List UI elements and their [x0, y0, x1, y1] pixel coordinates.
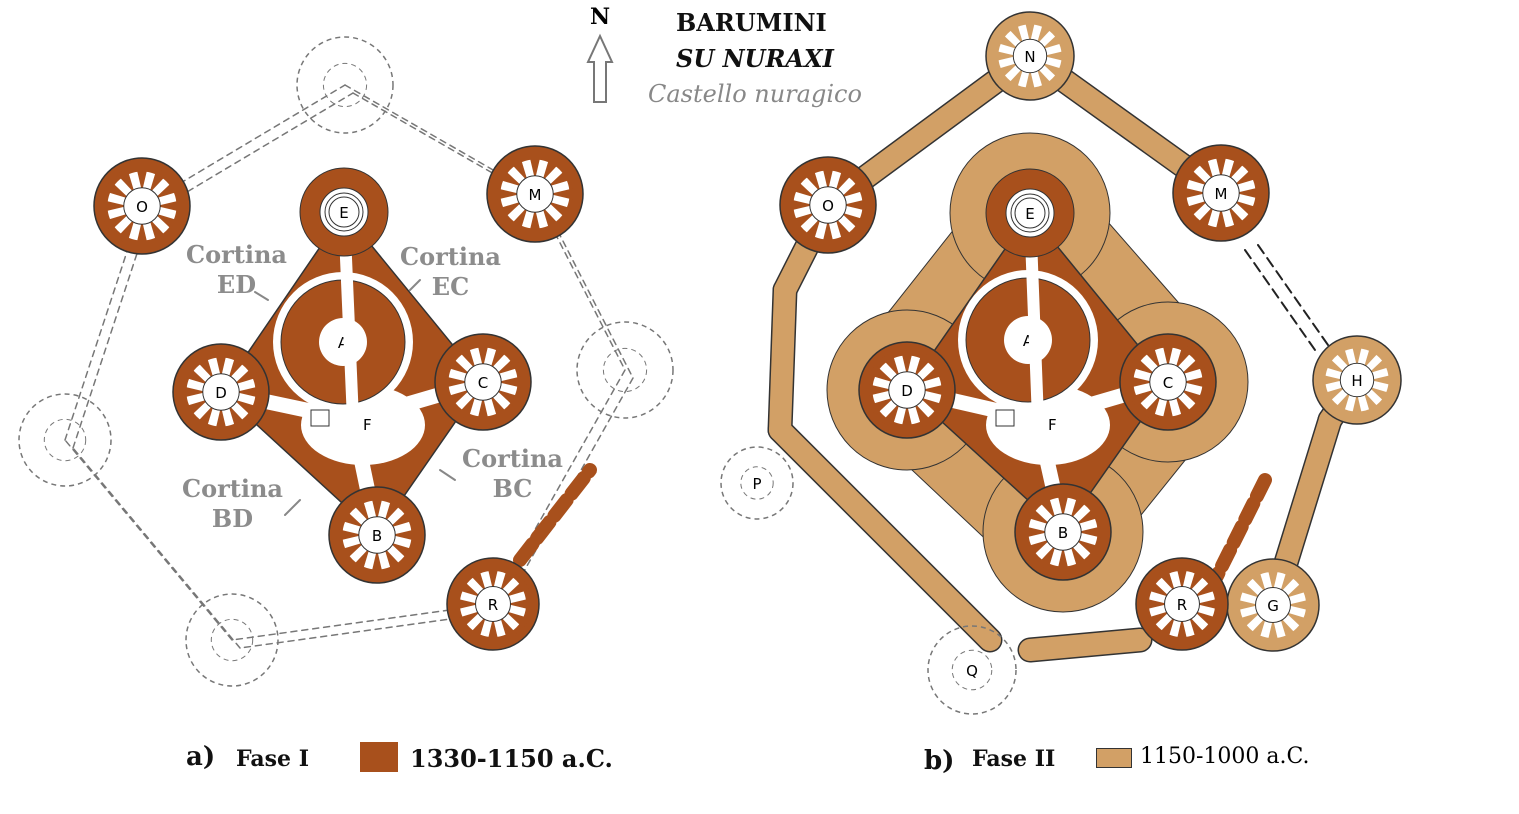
panel-b-well-icon — [995, 409, 1015, 427]
panel-b-tower-R-label: R — [1177, 596, 1187, 614]
panel-a-well-icon — [310, 409, 330, 427]
panel-b-ruin-Q — [927, 625, 1017, 715]
panel-b-tower-A-label: A — [1023, 332, 1034, 350]
cortina-pointer — [254, 291, 269, 301]
cortina-pointer — [439, 469, 456, 481]
panel-a-tower-R-label: R — [488, 596, 498, 614]
panel-a-tower-D-label: D — [215, 384, 227, 402]
subtitle: SU NURAXI — [676, 44, 834, 73]
panel-b-tower-G-label: G — [1267, 597, 1279, 615]
panel-a-tower-O-label: O — [136, 198, 148, 216]
panel-a-ruin-west — [18, 393, 112, 487]
phase2-swatch — [1096, 748, 1132, 768]
panel-b-tower-O-label: O — [822, 197, 834, 215]
panel-b-ruin-P-label: P — [752, 475, 761, 493]
north-label: N — [590, 4, 611, 30]
panel-b-letter: b) — [924, 746, 955, 776]
panel-a-letter: a) — [186, 742, 216, 772]
caption: Castello nuragico — [648, 80, 862, 108]
panel-a-tower-A-label: A — [338, 334, 349, 352]
panel-b-dates: 1150-1000 a.C. — [1140, 744, 1310, 769]
panel-b-tower-H-label: H — [1351, 372, 1362, 390]
panel-a-F-label: F — [363, 416, 372, 434]
panel-b-outer-wall — [769, 279, 796, 441]
panel-b-tower-C-label: C — [1163, 374, 1173, 392]
panel-b-tower-E-label: E — [1025, 205, 1034, 223]
cortina-pointer — [409, 279, 421, 291]
panel-b-outer-wall — [1019, 629, 1151, 661]
panel-b-phase: Fase II — [972, 746, 1056, 772]
north-arrow-icon — [586, 33, 614, 103]
panel-a-dashed-wall — [64, 439, 233, 641]
panel-a-ruin-east — [576, 321, 674, 419]
panel-b-F-label: F — [1048, 416, 1057, 434]
panel-b-tower-M-label: M — [1215, 185, 1228, 203]
panel-b-tower-D-label: D — [901, 382, 913, 400]
panel-a-ruin-south — [185, 593, 279, 687]
cortina-pointer — [284, 499, 301, 516]
panel-b-ruin-Q-label: Q — [966, 662, 978, 680]
title: BARUMINI — [676, 8, 827, 37]
panel-b-wall-fragment — [1203, 473, 1272, 597]
panel-b-tower-N-label: N — [1024, 48, 1035, 66]
panel-b-ruin-P — [720, 446, 794, 520]
panel-a-phase: Fase I — [236, 746, 310, 772]
panel-a-tower-M-label: M — [529, 186, 542, 204]
panel-b-dashed-wall — [1244, 249, 1316, 351]
phase1-swatch — [360, 742, 398, 772]
panel-a-tower-C-label: C — [478, 374, 488, 392]
panel-a-dashed-wall — [64, 205, 143, 441]
panel-a-tower-E-label: E — [339, 204, 348, 222]
panel-a-tower-B-label: B — [372, 527, 382, 545]
panel-b-tower-B-label: B — [1058, 524, 1068, 542]
panel-a-ruin-north — [296, 36, 394, 134]
panel-b-outer-wall — [769, 419, 1001, 651]
panel-a-wall-fragment — [513, 463, 597, 567]
panel-a-dates: 1330-1150 a.C. — [410, 744, 613, 773]
